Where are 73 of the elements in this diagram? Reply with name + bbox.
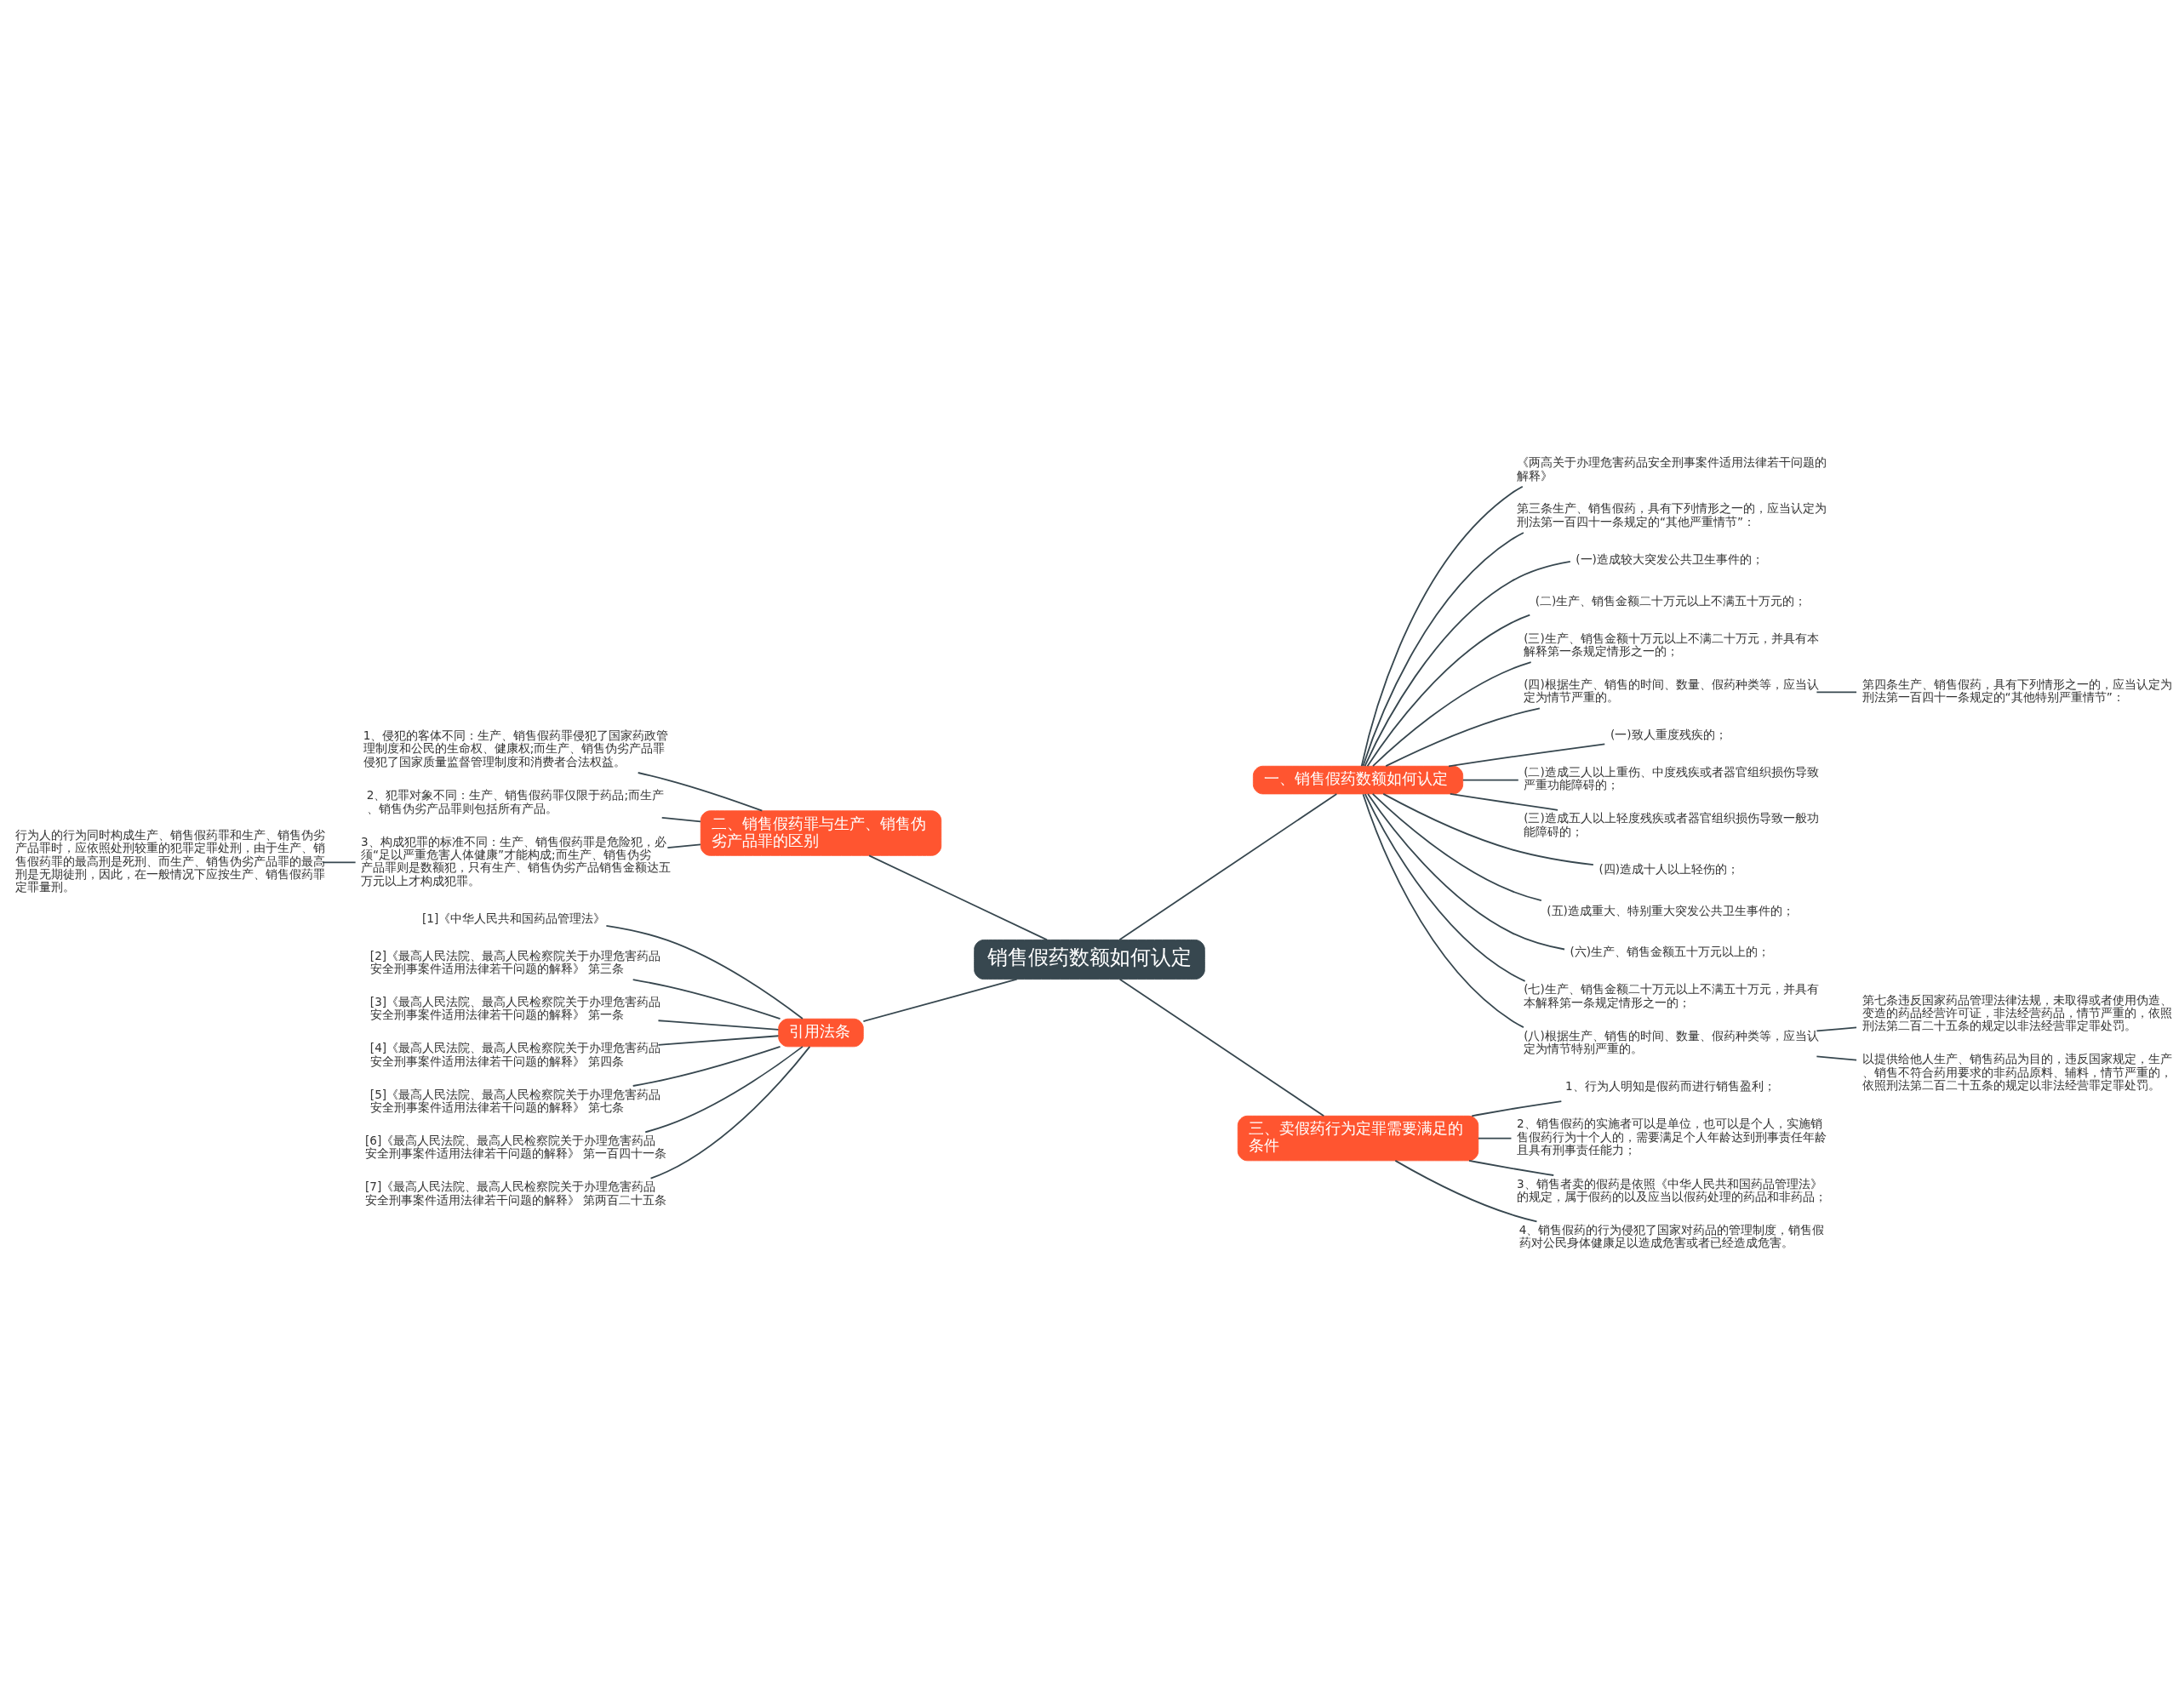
node-text: (二)造成三人以上重伤、中度残疾或者器官组织损伤导致严重功能障碍的； [1524,765,1819,792]
node-text: (一)致人重度残疾的； [1610,728,1727,742]
connector [649,1045,811,1180]
connector [1364,793,1526,982]
node-text: 1、行为人明知是假药而进行销售盈利； [1565,1078,1776,1093]
node-text: (三)造成五人以上轻度残疾或者器官组织损伤导致一般功能障碍的； [1524,811,1819,838]
connector [1362,532,1524,767]
node-text: [6]《最高人民法院、最高人民检察院关于办理危害药品安全刑事案件适用法律若干问题的解释》 第一百四十一条 [364,1133,667,1161]
connector [868,854,1048,941]
node-text: [1]《中华人民共和国药品管理法》 [421,911,606,925]
connector [1477,1137,1513,1140]
connector [1394,1160,1538,1223]
connector [1816,691,1857,694]
connector [1471,1100,1563,1117]
connector [1816,1026,1857,1032]
node-text: (五)造成重大、特别重大突发公共卫生事件的； [1547,903,1794,917]
node-text: [7]《最高人民法院、最高人民检察院关于办理危害药品安全刑事案件适用法律若干问题的解释》 第两百二十五条 [364,1180,667,1207]
node-text: 第七条违反国家药品管理法律法规，未取得或者使用伪造、变造的药品经营许可证，非法经营药品，情节严重的，依照刑法第二百二十五条的规定以非法经营罪定罪处罚。 [1862,992,2172,1033]
node-box: 二、销售假药罪与生产、销售伪劣产品罪的区别 [700,810,942,856]
node-box: 引用法条 [778,1018,864,1048]
connector [661,817,701,823]
connector [322,861,357,864]
node-text: 《两高关于办理危害药品安全刑事案件适用法律若干问题的解释》 [1517,455,1827,483]
connector [1371,793,1542,902]
connector [666,843,701,848]
node-text: (二)生产、销售金额二十万元以上不满五十万元的； [1535,593,1807,608]
node-text: 行为人的行为同时构成生产、销售假药罪和生产、销售伪劣产品罪时，应依照处刑较重的犯罪定罪处刑，由于生产、销售假药罪的最高刑是死刑、而生产、销售伪劣产品罪的最高刑是无期徒刑，因此，在一般情况下应按生产、销售假药罪定罪量刑。 [15,827,326,894]
connector [657,1020,780,1031]
node-box: 一、销售假药数额如何认定 [1252,765,1464,795]
connector [1360,485,1524,768]
connector [1366,614,1531,768]
node-text: 2、犯罪对象不同：生产、销售假药罪仅限于药品;而生产、销售伪劣产品罪则包括所有产品。 [366,788,664,815]
node-text: 1、侵犯的客体不同：生产、销售假药罪侵犯了国家药政管理制度和公民的生命权、健康权;而生产、销售伪劣产品罪侵犯了国家质量监督管理制度和消费者合法权益。 [363,728,669,768]
node-box: 销售假药数额如何认定 [974,940,1205,980]
node-text: (四)根据生产、销售的时间、数量、假药种类等，应当认定为情节严重的。 [1524,677,1819,705]
connector [1372,661,1532,768]
node-text: 2、销售假药的实施者可以是单位，也可以是个人，实施销售假药行为十个人的，需要满足个人年龄达到刑事责任年龄且具有刑事责任能力； [1517,1117,1827,1157]
node-box: 三、卖假药行为定罪需要满足的条件 [1237,1115,1479,1162]
node-text: [2]《最高人民法院、最高人民检察院关于办理危害药品安全刑事案件适用法律若干问题的解释》 第三条 [369,948,661,975]
connector [1367,793,1565,951]
connector [1364,561,1571,767]
node-text: 4、销售假药的行为侵犯了国家对药品的管理制度，销售假药对公民身体健康足以造成危害或者已经造成危害。 [1518,1222,1825,1250]
connector [1448,743,1606,768]
connector [1468,1159,1555,1176]
connector [1385,707,1541,768]
connector [1118,793,1338,941]
node-text: [3]《最高人民法院、最高人民检察院关于办理危害药品安全刑事案件适用法律若干问题的解释》 第一条 [369,994,661,1022]
connector [1461,779,1519,781]
connector [1362,793,1524,1029]
connector [1816,1055,1857,1061]
connector [862,978,1018,1022]
connector [1118,978,1325,1117]
node-text: (六)生产、销售金额五十万元以上的； [1570,945,1770,959]
node-text: (三)生产、销售金额十万元以上不满二十万元，并具有本解释第一条规定情形之一的； [1524,631,1819,658]
node-text: [4]《最高人民法院、最高人民检察院关于办理危害药品安全刑事案件适用法律若干问题的解释》 第四条 [369,1041,661,1068]
connector [605,924,804,1020]
node-text: 以提供给他人生产、销售药品为目的，违反国家规定，生产、销售不符合药用要求的非药品原料、辅料，情节严重的，依照刑法第二百二十五条的规定以非法经营罪定罪处罚。 [1862,1052,2172,1093]
node-text: (七)生产、销售金额二十万元以上不满五十万元，并具有本解释第一条规定情形之一的； [1524,982,1819,1009]
connector [632,1045,781,1087]
connector [1449,793,1558,811]
node-text: (一)造成较大突发公共卫生事件的； [1576,551,1764,566]
node-text: (四)造成十人以上轻伤的； [1599,861,1740,876]
connector [632,979,781,1020]
connector [637,772,764,812]
node-text: 第三条生产、销售假药，具有下列情形之一的，应当认定为刑法第一百四十一条规定的“其他严重情节”： [1517,501,1827,528]
node-text: 3、构成犯罪的标准不同：生产、销售假药罪是危险犯，必须“足以严重危害人体健康”才能构成;而生产、销售伪劣产品罪则是数额犯，只有生产、销售伪劣产品销售金额达五万元以上才构成犯罪。 [360,834,671,888]
connector [657,1035,780,1046]
node-text: (八)根据生产、销售的时间、数量、假药种类等，应当认定为情节特别严重的。 [1524,1028,1819,1056]
node-text: 第四条生产、销售假药，具有下列情形之一的，应当认定为刑法第一百四十一条规定的“其他特别严重情节”： [1862,677,2172,705]
node-text: 3、销售者卖的假药是依照《中华人民共和国药品管理法》的规定，属于假药的以及应当以假药处理的药品和非药品； [1517,1176,1827,1203]
connector [644,1046,804,1134]
connector [1382,793,1594,866]
node-text: [5]《最高人民法院、最高人民检察院关于办理危害药品安全刑事案件适用法律若干问题的解释》 第七条 [369,1087,661,1114]
